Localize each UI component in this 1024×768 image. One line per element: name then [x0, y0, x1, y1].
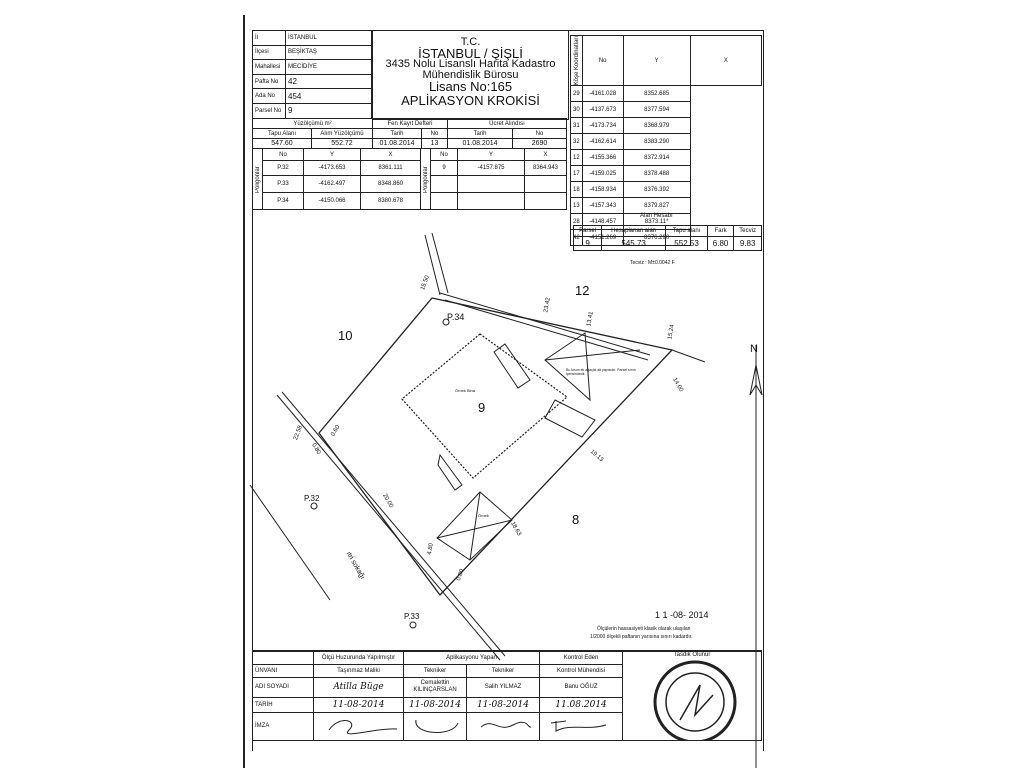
cell: 9 — [572, 236, 603, 251]
annex-line — [544, 349, 641, 361]
title-city: İSTANBUL / ŞİŞLİ — [418, 46, 523, 61]
title-doc: APLİKASYON KROKİSİ — [401, 93, 540, 108]
point-label: P.32 — [304, 494, 320, 503]
title-license: Lisans No:165 — [428, 79, 513, 94]
building-label: Örnek Bina — [455, 388, 476, 393]
point-label: P.33 — [404, 612, 420, 621]
signature-scribble — [313, 711, 404, 741]
parcel-label: 8 — [572, 512, 580, 527]
cell: Kontrol Mühendisi — [539, 663, 623, 678]
building-outline — [401, 333, 568, 479]
cell: Cemalettin KILINÇARSLAN — [403, 676, 467, 698]
road-edge — [431, 232, 449, 294]
cell: 9 — [285, 102, 372, 119]
cell: 8380.678 — [360, 192, 421, 210]
signature-scribble — [403, 711, 467, 741]
road-edge — [671, 349, 706, 363]
parcel-label: 12 — [575, 283, 590, 298]
cell: 8348.860 — [360, 175, 421, 193]
annex-cross-line — [469, 491, 481, 561]
cell: ADI SOYADI — [252, 676, 314, 698]
cell: TARİH — [252, 696, 314, 713]
parcel-9-boundary — [318, 297, 674, 597]
cell: İMZA — [252, 711, 314, 741]
cell: 545.73 — [601, 236, 667, 251]
precision-note-1: Ölçülerin hassasiyeti klasik olarak ulaş… — [597, 626, 691, 632]
cell: Kontrol Eden — [539, 650, 623, 665]
cell: Y — [622, 34, 691, 87]
cell: Banu OĞUZ — [539, 676, 623, 698]
road-edge — [424, 234, 441, 296]
north-arrow-icon — [749, 364, 763, 396]
building-annex — [544, 399, 596, 438]
building-annex — [493, 343, 531, 389]
cell: 11-08-2014 — [403, 696, 467, 713]
cell: Ölçü Huzurunda Yapılmıştır — [313, 650, 404, 665]
cell: Tekniker — [466, 663, 540, 678]
signature-scribble — [539, 711, 623, 741]
official-seal-icon — [653, 660, 737, 739]
cell: Parsel No — [252, 102, 286, 119]
cell: Taşınmaz Maliki — [313, 663, 404, 678]
parcel-label: 9 — [478, 400, 486, 415]
cell: 11-08-2014 — [466, 696, 540, 713]
parcel-label: 10 — [338, 328, 353, 343]
annex-label: Örnek — [478, 513, 489, 518]
annex-note: Bu kısım ek ağaçlık alt yapısıdır. Parse… — [566, 368, 636, 376]
cell: Atilla Büge — [313, 676, 404, 698]
date-stamp: 1 1 -08- 2014 — [655, 610, 709, 620]
tecviz-note: Tecviz : M±0.0042 F — [630, 260, 675, 266]
cell: No — [581, 34, 624, 87]
page-edge — [243, 15, 245, 768]
annex-triangle — [544, 332, 591, 402]
title-office2: Mühendislik Bürosu — [422, 69, 519, 81]
cell: 6.80 — [706, 236, 735, 251]
cell: -4150.066 — [303, 192, 361, 210]
approval-stamp-cell: Tasdik Olunur — [622, 650, 762, 741]
precision-note-2: 1/2000 ölçekli paftanın yarısına sınırı … — [590, 634, 693, 640]
area-calc-title: Alan Hesabı — [640, 213, 673, 219]
point-label: P.34 — [447, 312, 465, 322]
cell: 11.08.2014 — [539, 696, 623, 713]
cell: Tasdik Olunur — [673, 652, 711, 658]
road-edge — [276, 394, 501, 661]
signature-scribble — [466, 711, 540, 741]
north-label: N — [750, 343, 758, 355]
cell: 9.83 — [733, 236, 762, 251]
building-annex — [437, 453, 463, 491]
point-marker — [442, 318, 450, 326]
cell: Aplikasyonu Yapan — [403, 650, 540, 665]
cell: P.34 — [262, 192, 304, 210]
cell: ÜNVANI — [252, 663, 314, 678]
title-block: T.C. İSTANBUL / ŞİŞLİ 3435 Nolu Lisanslı… — [372, 30, 569, 120]
annex-cross-line — [436, 519, 513, 539]
road-edge — [444, 299, 649, 361]
street-edge — [249, 484, 331, 601]
cell: X — [689, 34, 763, 87]
title-tc: T.C. — [460, 36, 481, 48]
point-marker — [310, 502, 318, 510]
cell: Salih YILMAZ — [466, 676, 540, 698]
title-office: 3435 Nolu Lisanslı Harita Kadastro — [385, 58, 556, 70]
road-edge — [439, 292, 651, 356]
cell: 11-08-2014 — [313, 696, 404, 713]
cell: Tekniker — [403, 663, 467, 678]
road-edge — [281, 391, 506, 657]
point-marker — [409, 621, 417, 629]
